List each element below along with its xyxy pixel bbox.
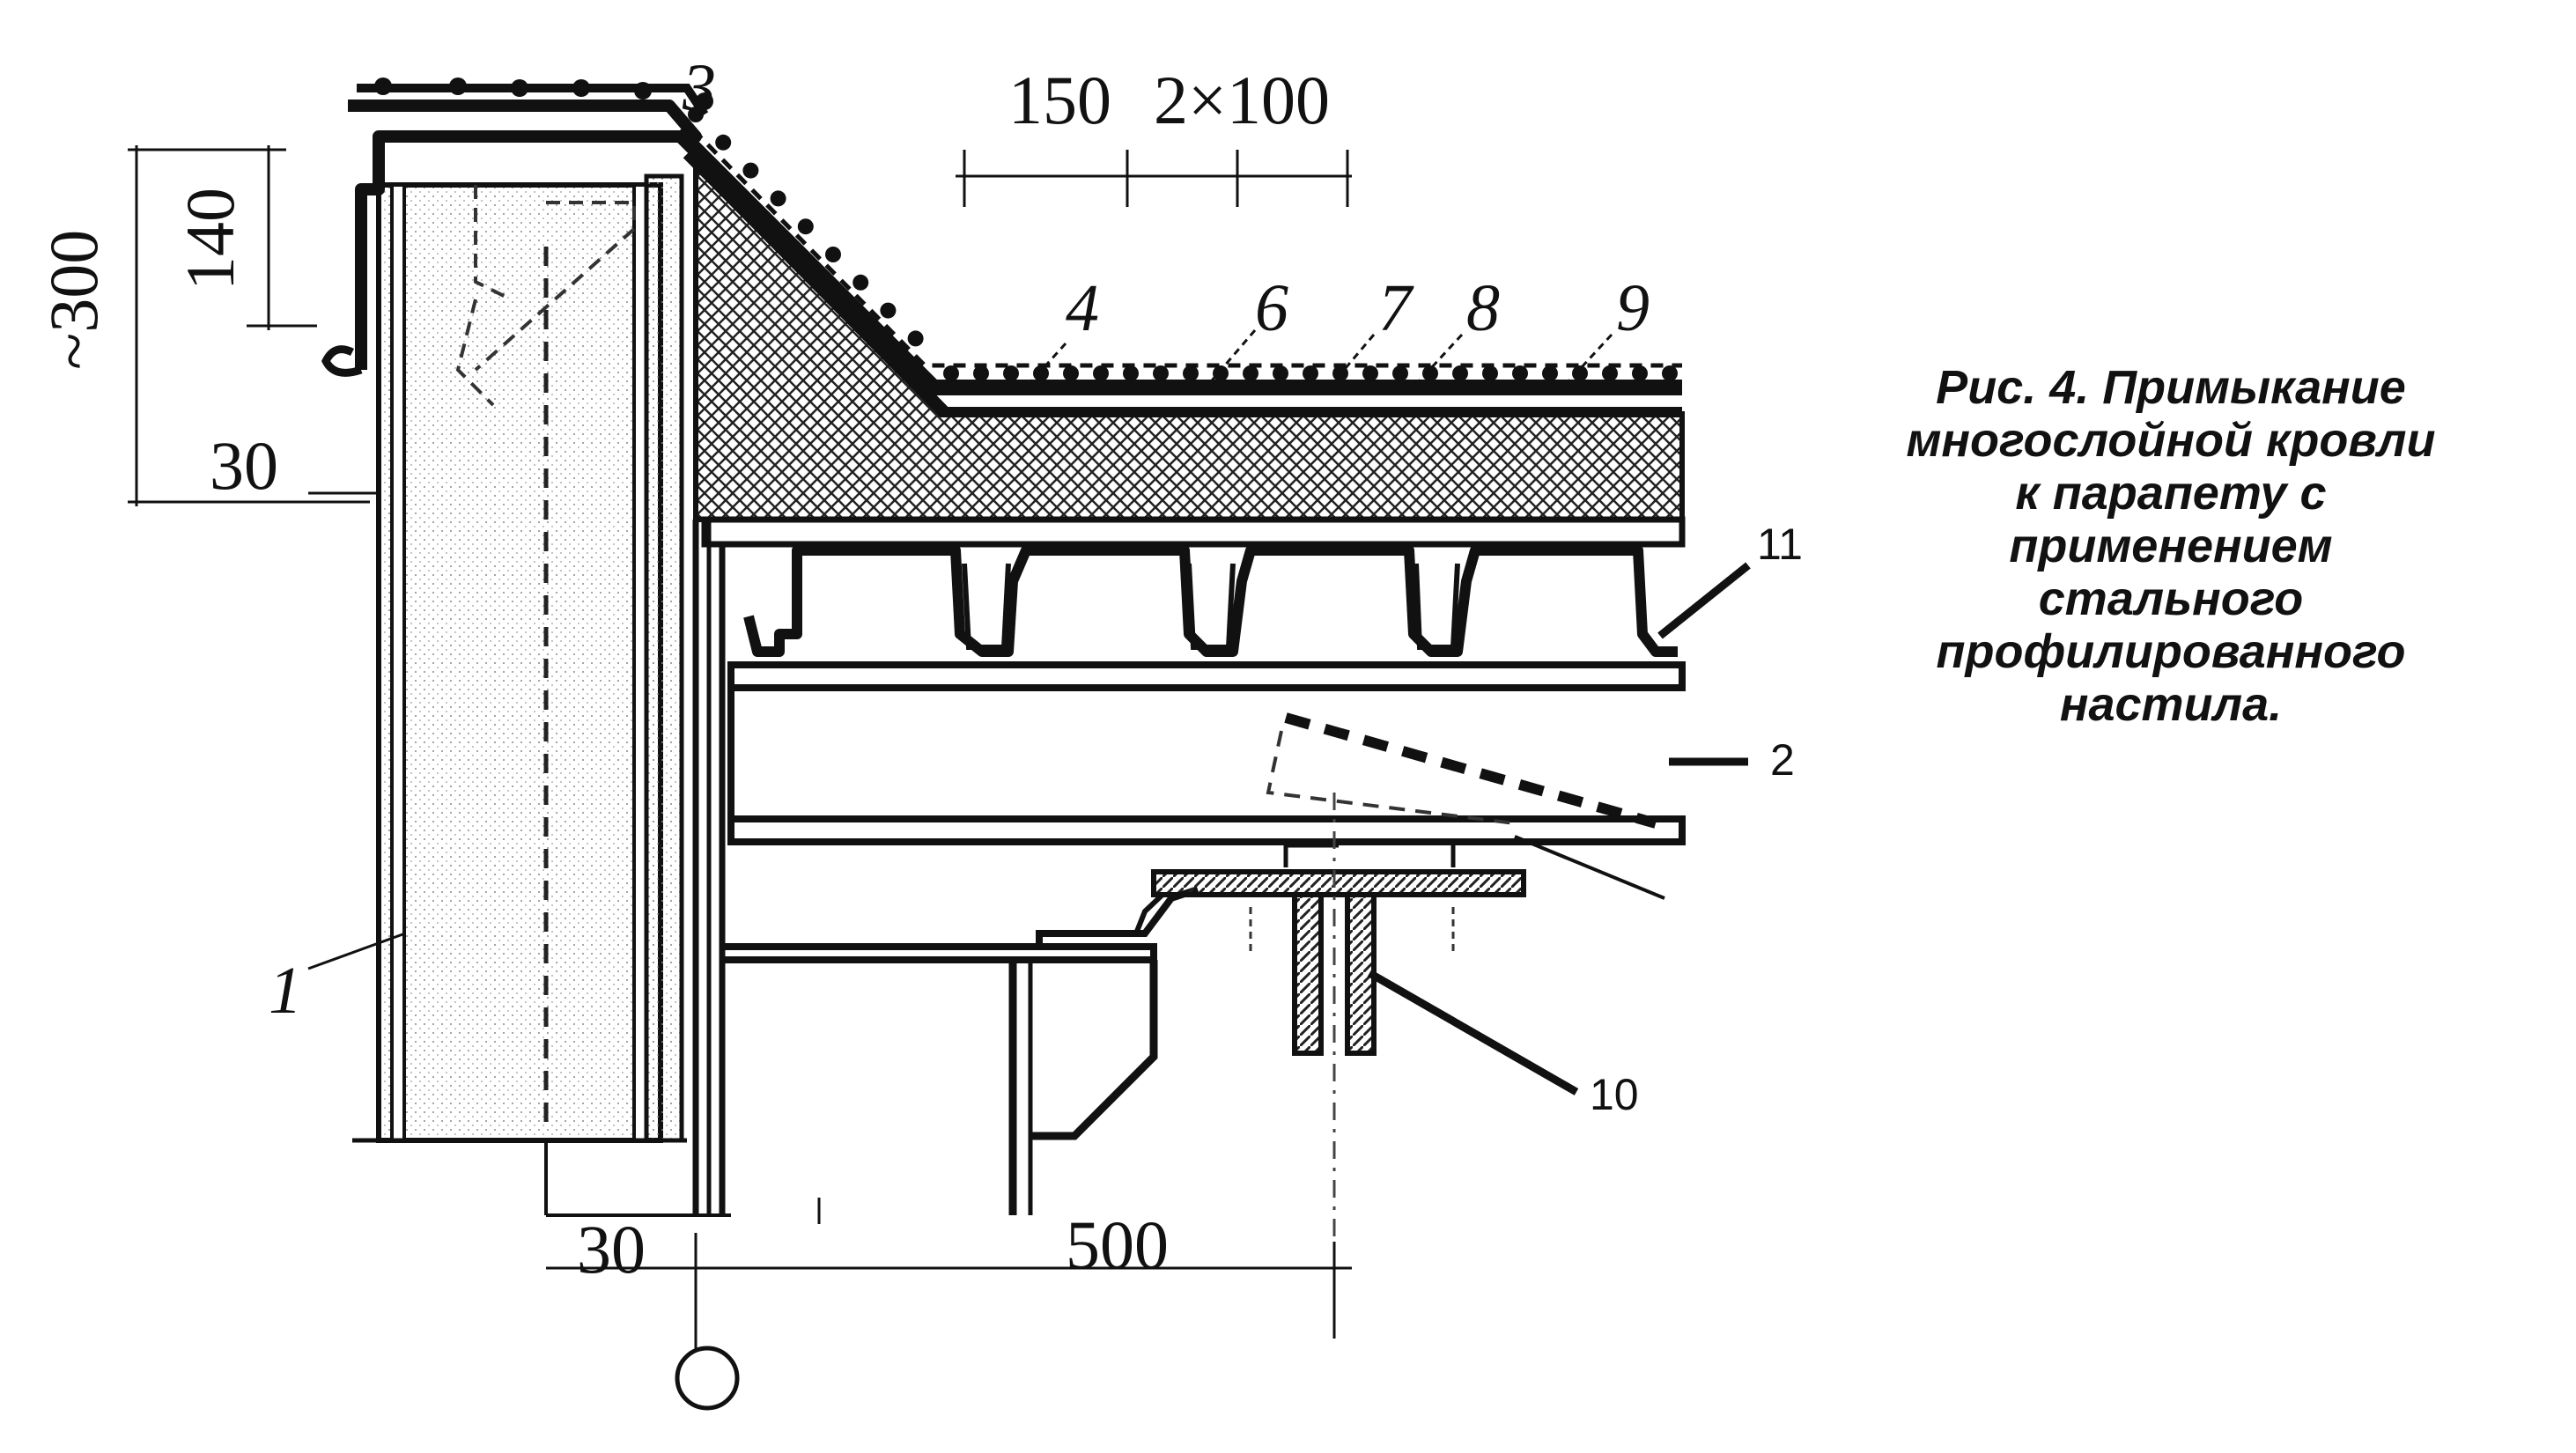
gravel-dot <box>1093 365 1109 381</box>
parapet-cap-flashing <box>321 77 713 377</box>
gravel-dot <box>1003 365 1019 381</box>
caption-line: применением <box>2009 520 2333 572</box>
leader-lines <box>307 329 1751 1095</box>
callout-8: 8 <box>1466 271 1500 345</box>
roofing-membrane <box>672 113 1682 417</box>
dim-500: 500 <box>1066 1206 1169 1283</box>
profiled-steel-deck <box>743 545 1678 657</box>
roof-insulation <box>693 147 1685 522</box>
caption-line: стального <box>2038 572 2304 625</box>
gravel-dot <box>853 274 869 291</box>
dim-2x100: 2×100 <box>1154 62 1330 138</box>
parapet-panel <box>352 173 687 1143</box>
figure-caption: Рис. 4. Примыкание многослойной кровли к… <box>1845 361 2497 731</box>
gravel-dot <box>1482 365 1498 381</box>
gravel-dot <box>1452 365 1468 381</box>
gravel-dot <box>1572 365 1588 381</box>
dimension-lines <box>128 145 1352 1356</box>
gravel-dot <box>880 302 897 319</box>
gravel-dot <box>1512 365 1528 381</box>
gravel-dot <box>1243 365 1258 381</box>
callout-1: 1 <box>269 954 302 1028</box>
gravel-dot <box>797 218 814 235</box>
callout-3: 3 <box>682 51 716 125</box>
gravel-dot <box>1273 365 1288 381</box>
gravel-dot <box>973 365 989 381</box>
gravel-dot <box>907 330 924 347</box>
gravel-layer <box>688 107 1678 381</box>
callout-6: 6 <box>1255 271 1288 345</box>
gravel-dot <box>1303 365 1318 381</box>
callout-2: 2 <box>1770 735 1795 785</box>
gravel-dot <box>1153 365 1169 381</box>
wall-column <box>544 520 731 1217</box>
caption-line: настила. <box>2059 678 2283 731</box>
caption-line: Рис. 4. Примыкание <box>1936 361 2406 414</box>
gravel-dot <box>688 107 704 122</box>
gravel-dot <box>1662 365 1678 381</box>
dim-30-bottom: 30 <box>577 1211 646 1287</box>
callout-4: 4 <box>1066 271 1099 345</box>
steel-beam <box>727 661 1686 900</box>
caption-line: профилированного <box>1936 625 2406 678</box>
callout-11: 11 <box>1757 520 1803 569</box>
gravel-dot <box>1602 365 1618 381</box>
base-layer <box>701 516 1686 548</box>
dim-140: 140 <box>172 188 248 291</box>
gravel-dot <box>943 365 959 381</box>
gravel-dot <box>715 134 732 151</box>
gravel-dot <box>1183 365 1199 381</box>
axis-marker <box>675 1346 740 1411</box>
gravel-dot <box>1632 365 1648 381</box>
gravel-dot <box>1392 365 1408 381</box>
gravel-dot <box>1422 365 1438 381</box>
gravel-dot <box>1362 365 1378 381</box>
tee-support <box>1133 843 1526 1056</box>
gravel-dot <box>1123 365 1139 381</box>
gravel-dot <box>1033 365 1049 381</box>
callout-10: 10 <box>1590 1070 1639 1119</box>
support-bracket <box>722 886 1199 1215</box>
gravel-dot <box>1542 365 1558 381</box>
gravel-dot <box>770 190 786 207</box>
gravel-dot <box>742 162 759 179</box>
caption-line: многослойной кровли <box>1906 414 2436 467</box>
callout-9: 9 <box>1616 271 1650 345</box>
dim-30-top: 30 <box>210 427 278 504</box>
dim-150: 150 <box>1008 62 1111 138</box>
callout-7: 7 <box>1378 271 1414 345</box>
gravel-dot <box>825 247 841 262</box>
gravel-dot <box>1063 365 1079 381</box>
dim-300: ~300 <box>35 230 112 370</box>
gravel-dot <box>1213 365 1229 381</box>
caption-line: к парапету с <box>2015 467 2327 520</box>
